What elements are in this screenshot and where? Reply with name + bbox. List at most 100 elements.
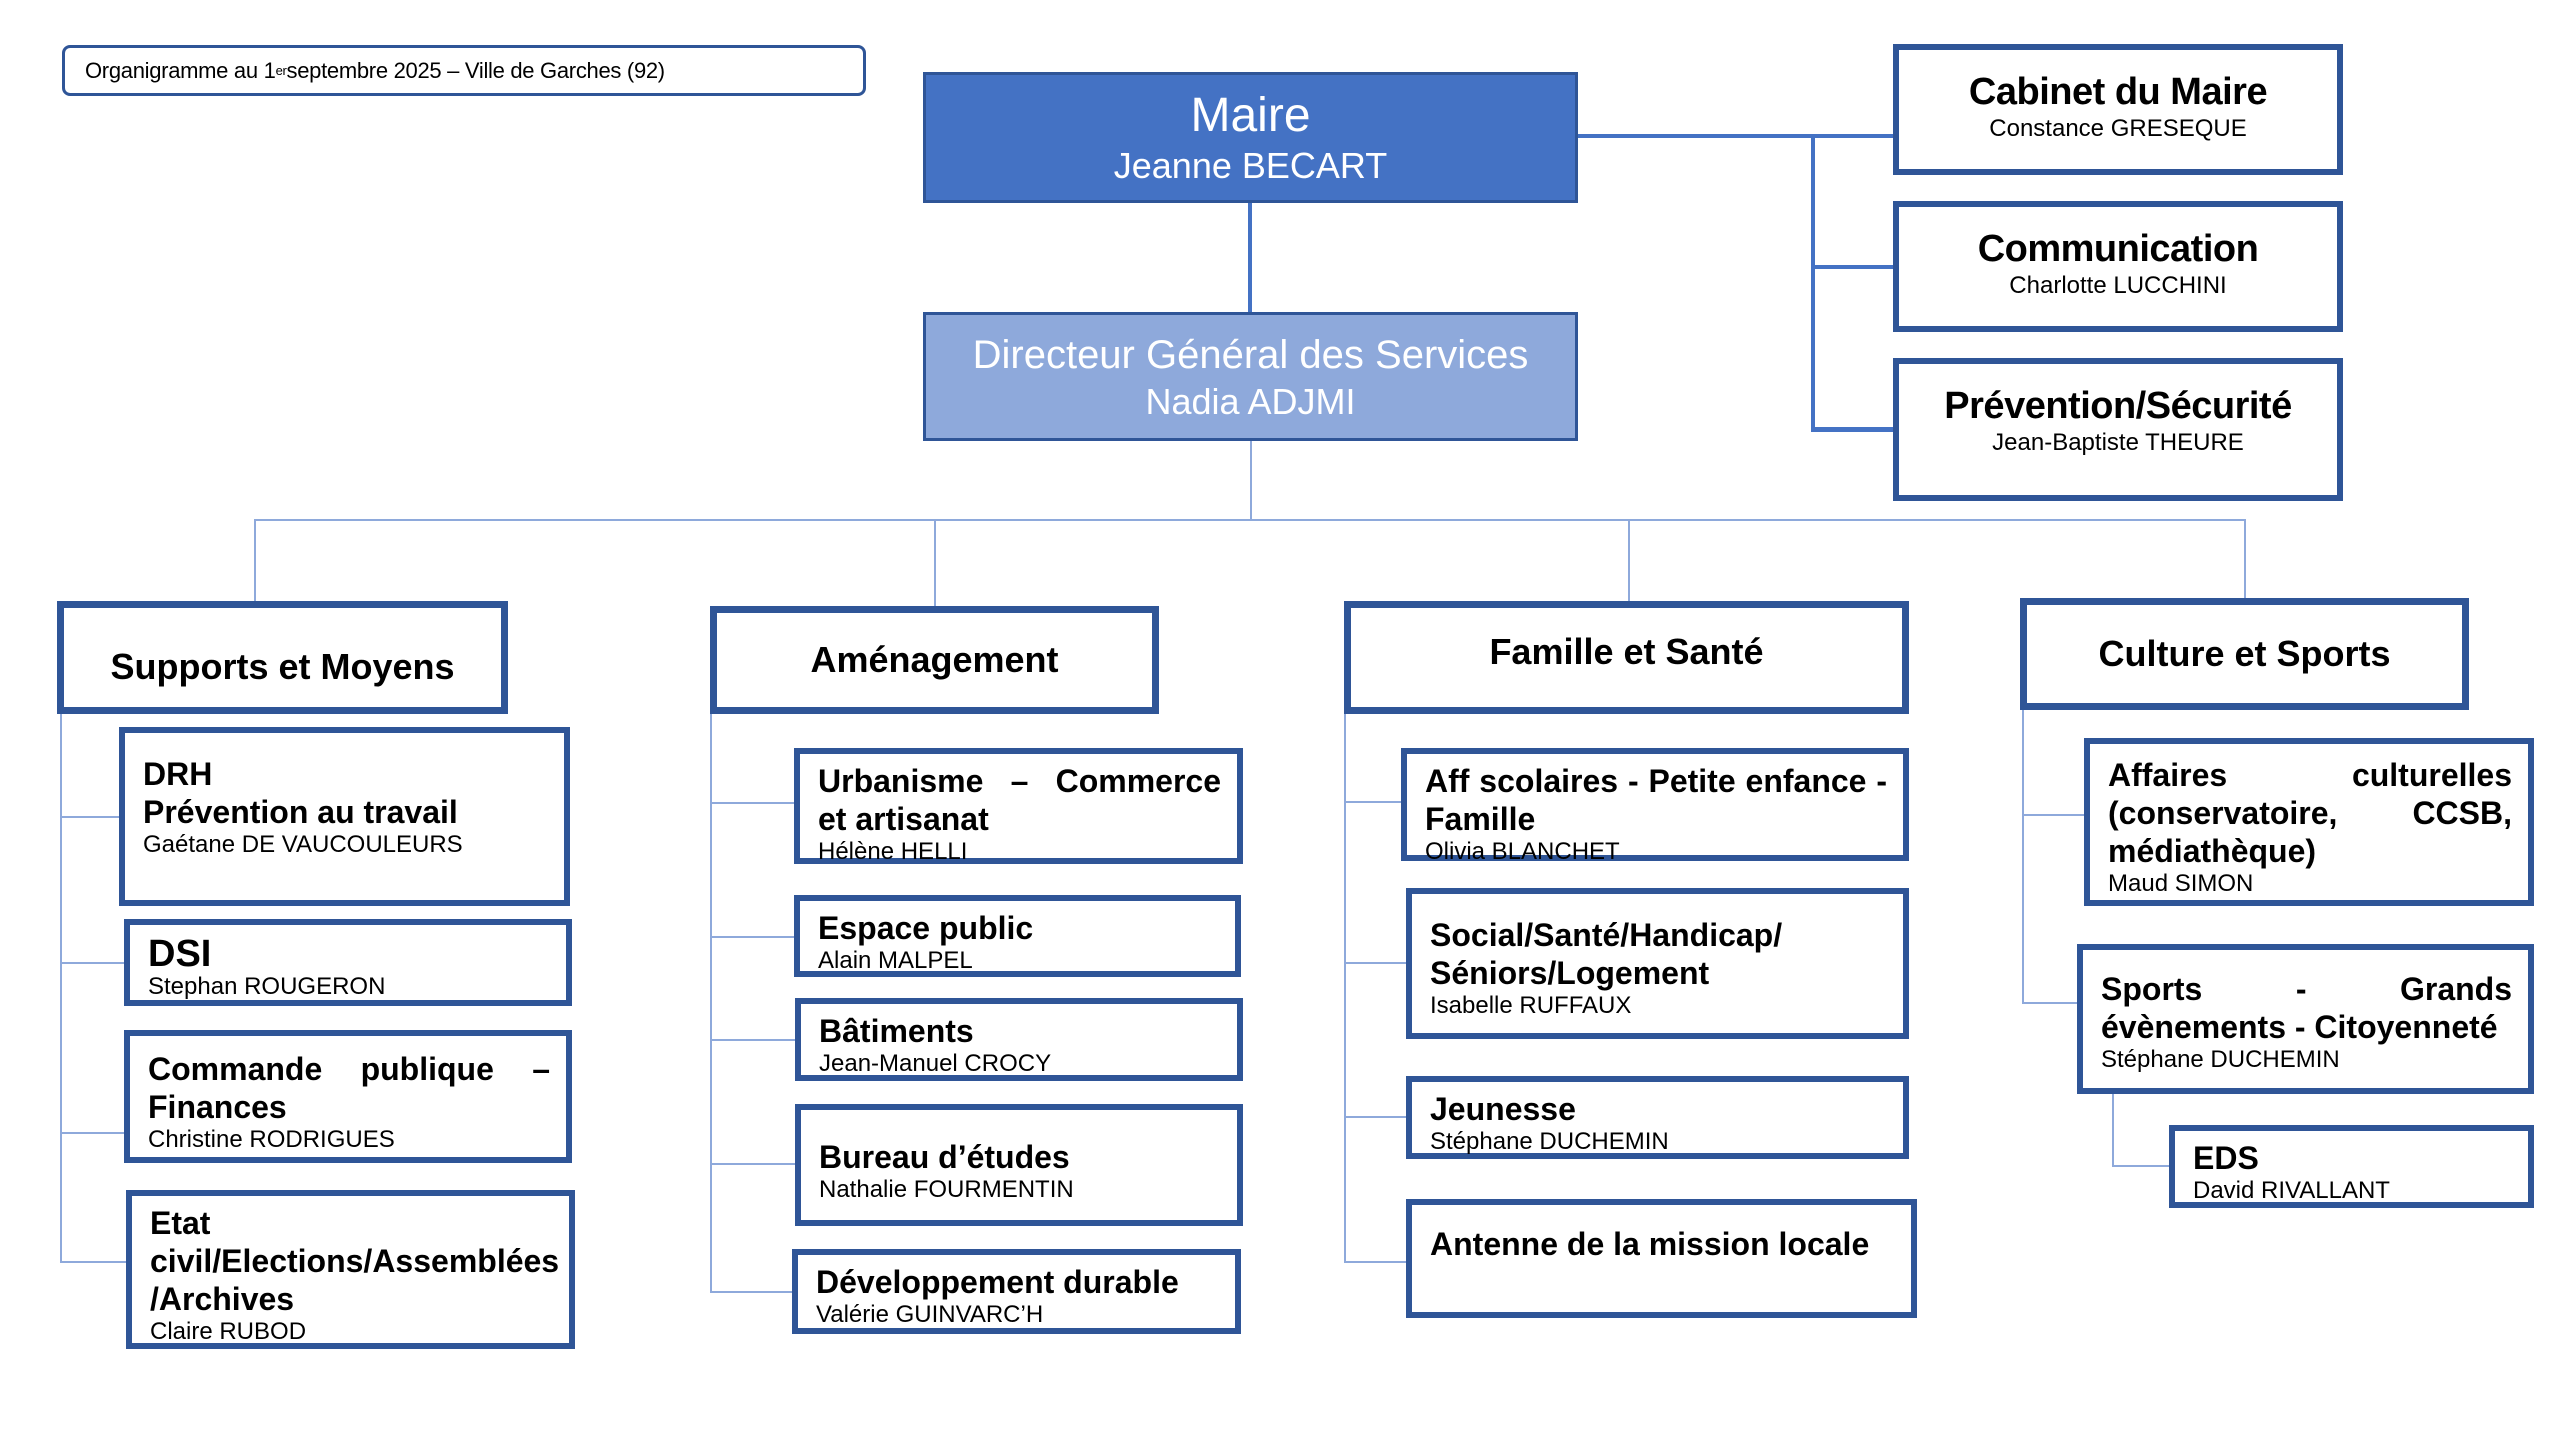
node-dgs-name: Nadia ADJMI xyxy=(1145,380,1356,422)
connector-col4-b1 xyxy=(2022,814,2084,816)
unit-name: David RIVALLANT xyxy=(2193,1177,2390,1204)
connector-horizontal-bus xyxy=(254,519,2246,521)
unit-dsi: DSI Stephan ROUGERON xyxy=(124,919,572,1006)
unit-commande-publique: Commande publique – Finances Christine R… xyxy=(124,1030,572,1163)
unit-title: EDS xyxy=(2193,1140,2259,1176)
unit-title: DSI xyxy=(148,933,212,975)
connector-prevention xyxy=(1811,427,1896,432)
node-maire-name: Jeanne BECART xyxy=(1113,144,1388,186)
connector-col3-b3 xyxy=(1344,1116,1406,1118)
unit-name: Nathalie FOURMENTIN xyxy=(819,1176,1074,1203)
node-dgs-title: Directeur Général des Services xyxy=(972,332,1529,377)
unit-title: Espace public xyxy=(818,910,1034,946)
unit-batiments: Bâtiments Jean-Manuel CROCY xyxy=(795,998,1243,1081)
dept-supports-et-moyens: Supports et Moyens xyxy=(57,601,508,714)
connector-drop-famille xyxy=(1628,519,1630,601)
connector-col1-b3 xyxy=(60,1132,124,1134)
connector-col2-b4 xyxy=(710,1163,795,1165)
connector-col1-b4 xyxy=(60,1261,126,1263)
unit-social-sante: Social/Santé/Handicap/ Séniors/Logement … xyxy=(1406,888,1909,1039)
unit-name: Gaétane DE VAUCOULEURS xyxy=(143,831,463,858)
connector-col4-b2 xyxy=(2022,1002,2077,1004)
unit-name: Maud SIMON xyxy=(2108,870,2254,897)
chart-title-suffix: septembre 2025 – Ville de Garches (92) xyxy=(286,57,666,83)
connector-col3-bar xyxy=(1344,714,1346,1263)
dept-title: Aménagement xyxy=(810,639,1059,680)
unit-title: Aff scolaires - Petite enfance - Famille xyxy=(1425,763,1887,837)
unit-affaires-scolaires: Aff scolaires - Petite enfance - Famille… xyxy=(1401,748,1909,865)
connector-col1-b2 xyxy=(60,962,124,964)
unit-name: Stéphane DUCHEMIN xyxy=(2101,1046,2340,1073)
connector-dgs-bus xyxy=(1250,441,1252,521)
connector-communication xyxy=(1811,265,1896,269)
dept-famille-et-sante: Famille et Santé xyxy=(1344,601,1909,714)
dept-culture-et-sports: Culture et Sports xyxy=(2020,598,2469,710)
connector-drop-amenagement xyxy=(934,519,936,606)
unit-title: Développement durable xyxy=(816,1264,1179,1300)
unit-title: Antenne de la mission locale xyxy=(1430,1226,1870,1262)
connector-col2-b2 xyxy=(710,936,794,938)
connector-drop-supports xyxy=(254,519,256,601)
connector-col2-b1 xyxy=(710,802,794,804)
unit-urbanisme: Urbanisme – Commerce et artisanat Hélène… xyxy=(794,748,1243,865)
dept-title: Supports et Moyens xyxy=(110,645,455,687)
connector-col2-bar xyxy=(710,714,712,1293)
unit-name: Christine RODRIGUES xyxy=(148,1126,395,1153)
node-maire-title: Maire xyxy=(1190,88,1311,142)
node-cabinet-du-maire: Cabinet du Maire Constance GRESEQUE xyxy=(1893,44,2343,175)
unit-title: DRH Prévention au travail xyxy=(143,756,458,830)
unit-eds: EDS David RIVALLANT xyxy=(2169,1125,2534,1208)
unit-name: Valérie GUINVARC’H xyxy=(816,1301,1044,1328)
connector-col3-b2 xyxy=(1344,962,1406,964)
unit-developpement-durable: Développement durable Valérie GUINVARC’H xyxy=(792,1249,1241,1334)
unit-title: Affaires culturelles (conservatoire, CCS… xyxy=(2108,757,2512,869)
node-prevention-title: Prévention/Sécurité xyxy=(1944,385,2292,427)
connector-col1-bar xyxy=(60,714,62,1263)
unit-title: Sports - Grands évènements - Citoyenneté xyxy=(2101,971,2512,1045)
node-prevention-name: Jean-Baptiste THEURE xyxy=(1992,429,2244,456)
unit-jeunesse: Jeunesse Stéphane DUCHEMIN xyxy=(1406,1076,1909,1159)
connector-col4-bar xyxy=(2022,710,2024,1004)
unit-name: Hélène HELLI xyxy=(818,838,968,865)
unit-antenne-mission-locale: Antenne de la mission locale xyxy=(1406,1199,1917,1318)
unit-name: Isabelle RUFFAUX xyxy=(1430,992,1632,1019)
node-maire: Maire Jeanne BECART xyxy=(923,72,1578,203)
connector-eds xyxy=(2112,1165,2169,1167)
unit-title: Social/Santé/Handicap/ Séniors/Logement xyxy=(1430,917,1783,991)
dept-title: Culture et Sports xyxy=(2098,633,2391,674)
unit-name: Olivia BLANCHET xyxy=(1425,838,1620,865)
unit-affaires-culturelles: Affaires culturelles (conservatoire, CCS… xyxy=(2084,738,2534,906)
node-communication-name: Charlotte LUCCHINI xyxy=(2009,272,2227,299)
connector-maire-dgs xyxy=(1248,203,1252,313)
unit-etat-civil: Etat civil/Elections/Assemblées /Archive… xyxy=(126,1190,575,1349)
unit-espace-public: Espace public Alain MALPEL xyxy=(794,895,1241,977)
node-communication-title: Communication xyxy=(1977,228,2259,270)
unit-title: Commande publique – Finances xyxy=(148,1051,550,1125)
connector-drop-culture xyxy=(2244,519,2246,598)
connector-col1-b1 xyxy=(60,816,120,818)
unit-drh: DRH Prévention au travail Gaétane DE VAU… xyxy=(119,727,570,906)
node-prevention-securite: Prévention/Sécurité Jean-Baptiste THEURE xyxy=(1893,358,2343,501)
unit-title: Bureau d’études xyxy=(819,1139,1070,1175)
chart-title-prefix: Organigramme au 1 xyxy=(85,57,276,83)
connector-maire-cabinet xyxy=(1578,134,1896,138)
node-cabinet-title: Cabinet du Maire xyxy=(1968,71,2268,113)
unit-title: Bâtiments xyxy=(819,1013,974,1049)
connector-col2-b3 xyxy=(710,1039,795,1041)
unit-name: Alain MALPEL xyxy=(818,947,973,974)
node-communication: Communication Charlotte LUCCHINI xyxy=(1893,201,2343,332)
connector-cabinet-vertical xyxy=(1811,134,1815,430)
connector-col2-b5 xyxy=(710,1291,792,1293)
dept-amenagement: Aménagement xyxy=(710,606,1159,714)
unit-name: Jean-Manuel CROCY xyxy=(819,1050,1052,1077)
unit-name: Stephan ROUGERON xyxy=(148,973,386,1000)
connector-col3-b1 xyxy=(1344,801,1401,803)
unit-title: Jeunesse xyxy=(1430,1091,1576,1127)
unit-bureau-etudes: Bureau d’études Nathalie FOURMENTIN xyxy=(795,1104,1243,1226)
node-cabinet-name: Constance GRESEQUE xyxy=(1989,115,2247,142)
connector-col3-b4 xyxy=(1344,1261,1406,1263)
chart-title-sup: er xyxy=(275,63,287,78)
connector-eds-bar xyxy=(2112,1094,2114,1166)
unit-title: Urbanisme – Commerce et artisanat xyxy=(818,763,1221,837)
